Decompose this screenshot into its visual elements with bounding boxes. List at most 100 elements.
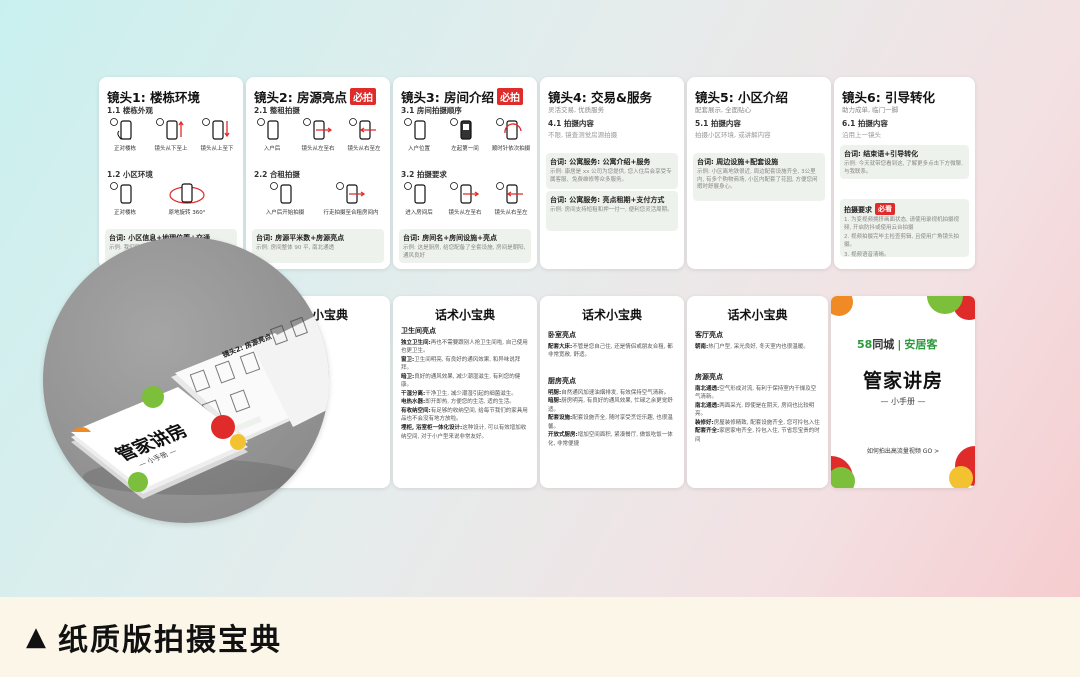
tips-title: 话术小宝典: [581, 308, 642, 322]
quote-box-2: 台词: 公寓服务: 亮点租期+支付方式 示例: 房间支持短租和押一付一, 便利您…: [546, 191, 678, 231]
requirement-box: 拍摄要求必看 1. 为变视频拥挤画面状态, 请使用录视机拍摄视频, 开启防抖或使…: [840, 199, 969, 258]
card-sub1-desc: 不限, 镜查测觉房源拍摄: [548, 131, 618, 139]
tip-item: 干湿分离:干净卫生, 减少潮湿引起的细菌滋生。: [401, 390, 517, 397]
icon-row-2: 进入房间后 镜头从左至右 镜头从右至左: [399, 181, 531, 216]
card-sub1: 3.1 房间拍摄顺序: [401, 106, 462, 115]
phone-pan-right-icon: [450, 182, 480, 204]
icon-label: 入户位置: [407, 146, 430, 152]
icon-row-1: 入户后 镜头从左至右 镜头从右至左: [252, 117, 384, 152]
brand-logo: 58同城|安居客: [857, 336, 937, 352]
shot-card-4: 镜头4: 交易&服务 灵活交易, 优质服务 4.1 拍摄内容 不限, 镜查测觉房…: [540, 77, 684, 269]
phone-pan-left-icon: [496, 182, 523, 204]
scene: 镜头1: 楼栋环境 1.1 楼栋外观 正对楼栋 镜头从下至上 镜头从上至下 1.…: [43, 77, 975, 523]
icon-label: 行走拍摄至合租房间内: [323, 210, 379, 216]
tips-title: 话术小宝典: [434, 308, 495, 322]
section-heading: 卫生间亮点: [401, 327, 436, 335]
card-title: 镜头3: 房间介绍必拍: [401, 87, 524, 106]
icon-label: 顺时针依次拍摄: [491, 146, 531, 152]
tip-item: 朝南:热门户型, 采光良好, 冬天室内也很温暖。: [695, 343, 809, 350]
card-subtitle: 灵活交易, 优质服务: [548, 106, 605, 114]
icon-label: 入户后: [263, 146, 281, 152]
quote-box-1: 台词: 结束语+引导转化 示例: 今天就带您看到这, 了解更多点击下方微聊, 与…: [840, 145, 969, 179]
requirement-item: 3. 视频语音清晰。: [844, 251, 890, 258]
cover-title: 管家讲房: [862, 370, 943, 392]
card-sub1: 4.1 拍摄内容: [548, 119, 594, 128]
cover-card: 58同城|安居客 管家讲房 — 小手册 — 如何拍出高流量视频 GO >: [831, 296, 975, 488]
tip-item: 有收纳空间:有足够的收纳空间, 给每节我们的家具用品也不会没有地方放啦。: [401, 407, 528, 423]
req-title-text: 拍摄要求: [844, 206, 872, 214]
caption-bar: ▲ 纸质版拍摄宝典: [0, 597, 1080, 677]
must-read-badge: 必看: [875, 203, 895, 215]
logo-58: 58: [857, 338, 873, 351]
tips-section: 厨房亮点 明厨:自然通风加速油烟排发, 有效保持空气清新。 暗厨:厨房明亮, 有…: [548, 376, 676, 448]
card-sub2: 1.2 小区环境: [107, 170, 153, 179]
logo-anjuke: 安居客: [904, 338, 938, 351]
card-sub1-desc: 沿用上一镜头: [842, 131, 881, 139]
logo-separator: |: [897, 338, 902, 351]
triangle-up-icon: ▲: [26, 622, 46, 652]
icon-label: 入户后开始拍摄: [265, 210, 305, 216]
shot-card-3: 镜头3: 房间介绍必拍 3.1 房间拍摄顺序 入户位置 左起第一间 顺时针依次拍…: [393, 77, 537, 269]
quote-title: 台词: 房间名+房间设施+亮点: [403, 234, 497, 242]
phone-room-icon: [450, 118, 472, 140]
icon-label: 镜头从下至上: [154, 146, 188, 152]
icon-label: 镜头从上至下: [200, 146, 234, 152]
icon-label: 进入房间后: [405, 210, 433, 216]
section-heading: 厨房亮点: [548, 377, 576, 385]
icon-label: 镜头从左至右: [448, 210, 482, 216]
quote-title: 台词: 小区信息+地理位置+交通: [109, 234, 210, 242]
quote-box: 台词: 房间名+房间设施+亮点 示例: 这是厨房, 给您配备了全套设施, 房间是…: [399, 229, 531, 263]
phone-walk-forward-icon: [336, 182, 366, 204]
requirement-item: 2. 视频拍摄完毕主检查剪辑, 且使用广角镜头拍摄。: [844, 234, 959, 249]
shot-card-2: 镜头2: 房源亮点必拍 2.1 整租拍摄 入户后 镜头从左至右 镜头从右至左 2…: [246, 77, 390, 269]
quote-title: 台词: 周边设施+配套设施: [697, 158, 779, 166]
card-title: 镜头2: 房源亮点必拍: [254, 87, 377, 106]
phone-pan-left-icon: [349, 118, 376, 140]
card-title: 镜头5: 小区介绍: [695, 90, 789, 105]
icon-label: 镜头从右至左: [494, 210, 528, 216]
tips-section: 卧室亮点 配套大床:不管是您自己住, 还是情侣或朋友合租, 都非常宽敞, 舒适。: [548, 330, 676, 360]
phone-pan-down-icon: [202, 118, 230, 140]
tip-item: 独立卫生间:再也不需要跟别人抢卫生间啦, 自己使用也更卫生。: [401, 339, 528, 355]
quote-body: 示例: 房间支持短租和押一付一, 便利您灵活周期。: [550, 207, 673, 213]
booklet-photo-inset: 镜头2: 房源亮点 管家讲房 — 小手册 —: [43, 237, 329, 523]
quote-body: 示例: 这是厨房, 给您配备了全套设施, 房间是朝阳, 通风良好: [403, 245, 526, 259]
card-title-text: 镜头3: 房间介绍: [401, 90, 495, 105]
cover-go-link[interactable]: 如何拍出高流量视频 GO >: [866, 448, 940, 455]
card-sub1: 5.1 拍摄内容: [695, 119, 741, 128]
quote-body: 示例: 房间整体 90 平, 南北通透: [256, 245, 335, 251]
icon-row-2: 入户后开始拍摄 行走拍摄至合租房间内: [252, 181, 384, 216]
phone-hand-icon: [404, 118, 426, 140]
phone-hand-icon: [404, 182, 426, 204]
must-shoot-badge: 必拍: [350, 88, 377, 105]
quote-title: 台词: 结束语+引导转化: [844, 150, 919, 158]
quote-body: 示例: 康居是 xx 公司为您提供, 您入住后会享受专属客服、免费维修等众多服务…: [550, 169, 672, 183]
tip-item: 配套设施:配套设施齐全, 随时享受烹饪乐趣, 也很温馨。: [548, 415, 673, 430]
tips-title: 话术小宝典: [727, 308, 788, 322]
tip-item: 南北通透:两面采光, 即使是在阴天, 房间也比较明亮。: [695, 402, 815, 418]
quote-title: 台词: 公寓服务: 公寓介绍+服务: [550, 158, 651, 166]
phone-hand-icon: [270, 182, 292, 204]
booklet-illustration: [71, 309, 329, 499]
tip-item: 南北通透:空气形成对流, 有利于保持室内干燥及空气清新。: [695, 385, 817, 401]
quote-title: 台词: 房源平米数+房源亮点: [256, 234, 345, 242]
icon-label: 正对楼栋: [113, 210, 136, 216]
caption-text: 纸质版拍摄宝典: [58, 623, 282, 658]
cover-subtitle: — 小手册 —: [880, 397, 926, 406]
tips-section: 卫生间亮点 独立卫生间:再也不需要跟别人抢卫生间啦, 自己使用也更卫生。 窗卫:…: [401, 326, 529, 441]
card-title: 镜头4: 交易&服务: [548, 90, 652, 105]
cover-decoration: [831, 296, 975, 488]
section-heading: 房源亮点: [695, 373, 723, 381]
phone-hand-icon: [257, 118, 279, 140]
quote-body: 示例: 小区离地铁很近, 周边配套设施齐全, 3公里内, 有多个购物商场, 小区…: [697, 169, 818, 191]
quote-box: 台词: 房源平米数+房源亮点 示例: 房间整体 90 平, 南北通透: [252, 229, 384, 263]
tip-item: 埋柜, 浴室柜一体化设计:这种设计, 可以有效增加收纳空间, 对于小户型来说非常…: [401, 425, 527, 440]
tips-card-4: 话术小宝典 客厅亮点 朝南:热门户型, 采光良好, 冬天室内也很温暖。 房源亮点…: [687, 296, 828, 488]
requirement-title: 拍摄要求必看: [844, 203, 965, 215]
icon-row-1: 入户位置 左起第一间 顺时针依次拍摄: [399, 117, 531, 152]
tip-item: 窗卫:卫生间明亮, 有良好的通风效果, 和异味说拜拜。: [401, 356, 521, 372]
tip-item: 明厨:自然通风加速油烟排发, 有效保持空气清新。: [548, 389, 670, 396]
card-subtitle: 配套展示, 全面贴心: [695, 106, 752, 114]
shot-card-6: 镜头6: 引导转化 助力成单, 临门一脚 6.1 拍摄内容 沿用上一镜头 台词:…: [834, 77, 975, 269]
tips-section: 客厅亮点 朝南:热门户型, 采光良好, 冬天室内也很温暖。: [695, 330, 820, 351]
